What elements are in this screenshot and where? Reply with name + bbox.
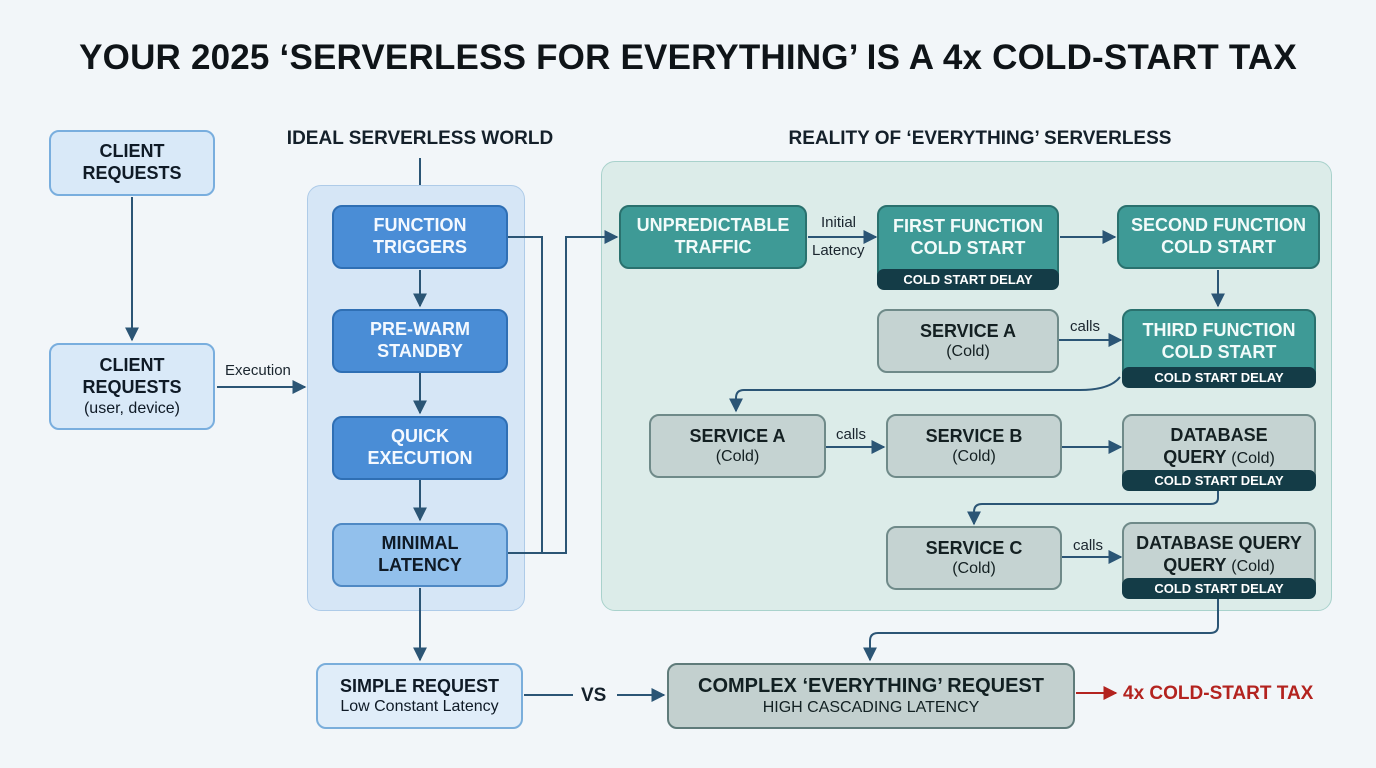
quick-execution-box: QUICK EXECUTION	[332, 416, 508, 480]
reality-section-title: REALITY OF ‘EVERYTHING’ SERVERLESS	[788, 128, 1172, 149]
service-c-box: SERVICE C (Cold)	[886, 526, 1062, 590]
service-b-box: SERVICE B (Cold)	[886, 414, 1062, 478]
cold-start-delay-badge: COLD START DELAY	[1122, 367, 1316, 388]
arrow-db2-to-complex	[863, 599, 1219, 662]
latency-edge-label: Latency	[812, 242, 865, 259]
unpredictable-traffic-box: UNPREDICTABLE TRAFFIC	[619, 205, 807, 269]
calls-edge-label-3: calls	[1073, 537, 1104, 554]
arrow-minimal-to-traffic	[508, 230, 619, 554]
function-triggers-box: FUNCTION TRIGGERS	[332, 205, 508, 269]
minimal-latency-box: MINIMAL LATENCY	[332, 523, 508, 587]
cold-start-delay-badge: COLD START DELAY	[1122, 578, 1316, 599]
cold-start-delay-badge: COLD START DELAY	[877, 269, 1059, 290]
initial-edge-label: Initial	[821, 214, 857, 231]
calls-edge-label-2: calls	[836, 426, 867, 443]
cold-start-tax-label: 4x COLD-START TAX	[1123, 683, 1314, 704]
client-requests-main-box: CLIENT REQUESTS (user, device)	[49, 343, 215, 430]
execution-edge-label: Execution	[225, 362, 291, 379]
pre-warm-standby-box: PRE-WARM STANDBY	[332, 309, 508, 373]
complex-everything-request-box: COMPLEX ‘EVERYTHING’ REQUEST HIGH CASCAD…	[667, 663, 1075, 729]
cold-start-delay-badge: COLD START DELAY	[1122, 470, 1316, 491]
service-a-top-box: SERVICE A (Cold)	[877, 309, 1059, 373]
vs-label: VS	[581, 685, 607, 706]
arrow-db-to-service-c	[967, 491, 1219, 526]
client-requests-top-box: CLIENT REQUESTS	[49, 130, 215, 196]
page-title: YOUR 2025 ‘SERVERLESS FOR EVERYTHING’ IS…	[79, 38, 1297, 77]
ideal-section-title: IDEAL SERVERLESS WORLD	[286, 128, 554, 149]
second-function-cold-start-box: SECOND FUNCTION COLD START	[1117, 205, 1320, 269]
arrow-third-to-service-a	[729, 376, 1121, 413]
calls-edge-label-1: calls	[1070, 318, 1101, 335]
service-a-box: SERVICE A (Cold)	[649, 414, 826, 478]
line-triggers-right	[508, 236, 543, 554]
simple-request-box: SIMPLE REQUEST Low Constant Latency	[316, 663, 523, 729]
